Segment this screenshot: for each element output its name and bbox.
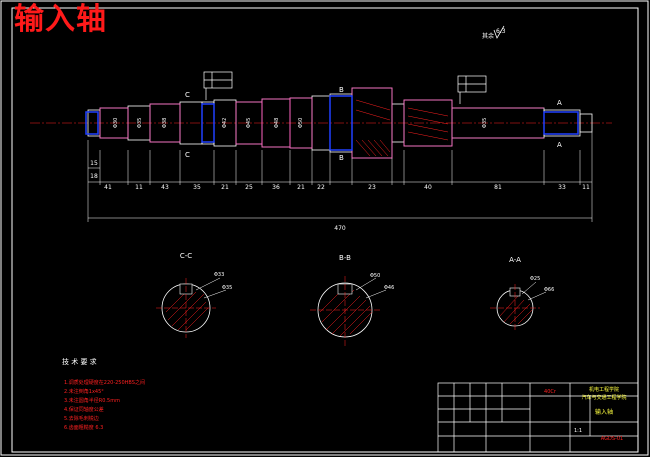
title-block xyxy=(437,382,639,453)
svg-text:Φ35: Φ35 xyxy=(137,118,143,128)
dim-seg-9: 22 xyxy=(317,184,325,191)
section-cc: C-C Φ33 Φ35 xyxy=(156,252,232,338)
drawing-border-inner xyxy=(11,7,639,453)
technical-requirements: 技 术 要 求 1.调质处理硬度在220-250HBS之间 2.未注倒角1x45… xyxy=(62,357,145,431)
cut-marks: C C B B A A xyxy=(185,86,562,162)
cut-mark-a-top: A xyxy=(557,99,562,107)
dim-seg-10: 23 xyxy=(368,184,376,191)
dim-seg-7: 36 xyxy=(272,184,280,191)
title-block-texts: 40Cr 机电工程学院 汽车与交通工程学院 输入轴 1:1 AGDS-01 xyxy=(544,386,626,442)
title-block-school: 机电工程学院 xyxy=(589,386,619,393)
dim-seg-6: 25 xyxy=(245,184,253,191)
cut-mark-b-bottom: B xyxy=(339,154,344,162)
tech-req-item-1: 1.调质处理硬度在220-250HBS之间 xyxy=(64,379,145,386)
section-cc-dim2: Φ35 xyxy=(222,285,232,291)
dim-seg-8: 21 xyxy=(297,184,305,191)
tech-req-item-4: 4.保证同轴度公差 xyxy=(64,406,104,413)
cut-mark-a-bottom: A xyxy=(557,141,562,149)
section-bb-dim1: Φ50 xyxy=(370,273,380,279)
svg-text:Φ50: Φ50 xyxy=(298,118,304,128)
tolerance-frames xyxy=(203,71,487,104)
roughness-note-label: 其余 xyxy=(482,32,494,40)
title-block-drawing-no: AGDS-01 xyxy=(601,436,623,442)
svg-text:Φ42: Φ42 xyxy=(222,118,228,128)
dim-seg-3: 43 xyxy=(161,184,169,191)
dim-seg-12: 81 xyxy=(494,184,502,191)
dim-seg-1: 41 xyxy=(104,184,112,191)
section-cc-label: C-C xyxy=(180,252,192,260)
drawing-title: 输入轴 xyxy=(14,2,107,37)
svg-text:Φ45: Φ45 xyxy=(246,118,252,128)
section-cc-dim1: Φ33 xyxy=(214,272,224,278)
dim-left-small: 18 xyxy=(90,173,98,180)
dim-seg-5: 21 xyxy=(221,184,229,191)
tech-req-heading: 技 术 要 求 xyxy=(62,357,97,366)
cut-mark-c-top: C xyxy=(185,91,190,99)
cut-mark-c-bottom: C xyxy=(185,151,190,159)
dim-seg-13: 33 xyxy=(558,184,566,191)
title-block-scale: 1:1 xyxy=(574,428,582,434)
tech-req-item-3: 3.未注圆角半径R0.5mm xyxy=(64,397,120,404)
section-bb-dim2: Φ46 xyxy=(384,285,394,291)
svg-text:Φ30: Φ30 xyxy=(113,118,119,128)
section-aa-label: A-A xyxy=(509,256,521,264)
tech-req-item-6: 6.齿面粗糙度 6.3 xyxy=(64,424,103,431)
dim-left-small2: 15 xyxy=(90,160,98,167)
dim-seg-11: 40 xyxy=(424,184,432,191)
dim-seg-2: 11 xyxy=(135,184,143,191)
section-aa-dim1: Φ25 xyxy=(530,276,540,282)
section-aa: A-A Φ25 Φ66 xyxy=(490,256,554,332)
title-block-material: 40Cr xyxy=(544,389,557,395)
dim-seg-14: 11 xyxy=(582,184,590,191)
title-block-part-name: 输入轴 xyxy=(595,408,613,416)
diameter-labels: Φ30 Φ35 Φ38 Φ42 Φ45 Φ48 Φ50 Φ35 xyxy=(113,118,488,128)
keyways xyxy=(85,95,579,151)
title-block-dept: 汽车与交通工程学院 xyxy=(581,394,626,401)
dimension-texts: 470 18 15 41 11 43 35 21 25 36 21 22 23 … xyxy=(90,160,590,232)
roughness-note: 其余 6.3 xyxy=(482,25,506,40)
svg-text:Φ48: Φ48 xyxy=(274,118,280,128)
section-bb: B-B Φ50 Φ46 xyxy=(310,254,394,346)
cut-mark-b-top: B xyxy=(339,86,344,94)
tech-req-item-5: 5.去除毛刺锐边 xyxy=(64,415,99,422)
section-aa-dim2: Φ66 xyxy=(544,287,554,293)
svg-text:Φ35: Φ35 xyxy=(482,118,488,128)
overall-length: 470 xyxy=(334,225,346,232)
dimension-lines xyxy=(87,132,593,222)
dim-seg-4: 35 xyxy=(193,184,201,191)
tech-req-item-2: 2.未注倒角1x45° xyxy=(64,388,104,395)
gear-teeth-hatch xyxy=(355,99,449,157)
section-bb-label: B-B xyxy=(339,254,351,262)
svg-text:Φ38: Φ38 xyxy=(162,118,168,128)
